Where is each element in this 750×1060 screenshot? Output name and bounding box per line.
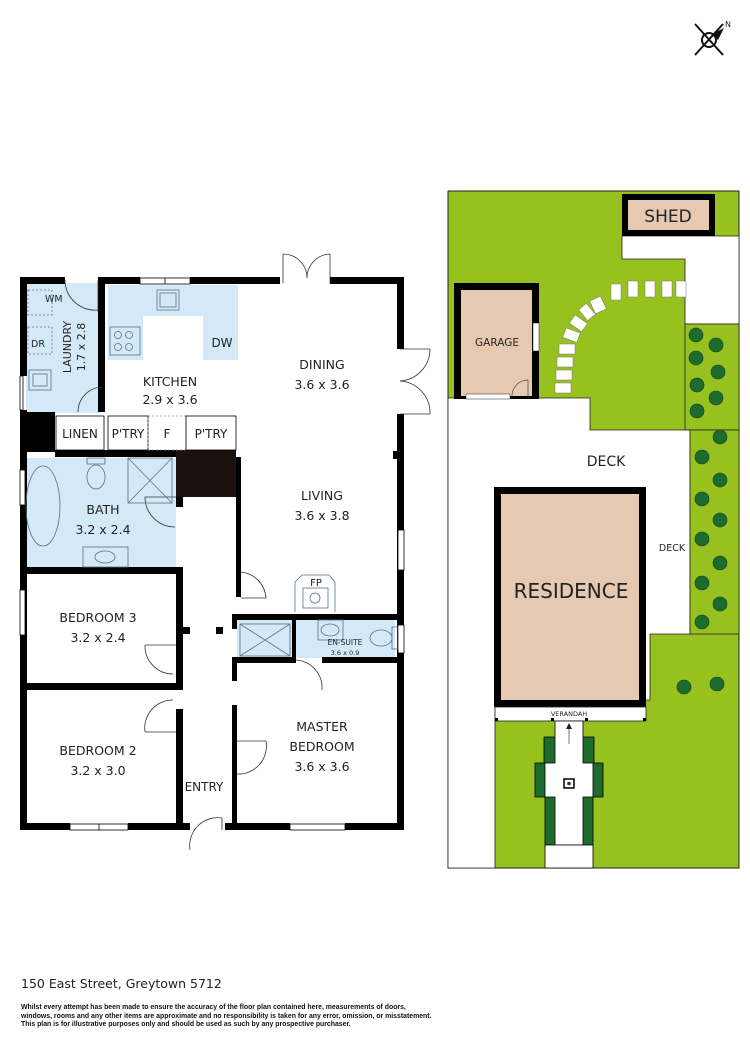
compass-label: N	[725, 20, 731, 29]
residence-label: RESIDENCE	[514, 579, 629, 603]
disclaimer-line: Whilst every attempt has been made to en…	[21, 1004, 406, 1011]
disclaimer-line: This plan is for illustrative purposes o…	[21, 1021, 351, 1029]
fixtures	[25, 289, 399, 657]
bedroom2-size: 3.2 x 3.0	[70, 763, 125, 778]
verandah-label: VERANDAH	[551, 710, 587, 718]
living-name: LIVING	[301, 488, 343, 503]
deck-top-label: DECK	[587, 454, 626, 470]
fridge-label: F	[164, 427, 171, 441]
dryer-label: DR	[31, 339, 45, 350]
bedroom2-name: BEDROOM 2	[59, 743, 136, 758]
master-name-line1: MASTER	[296, 719, 348, 734]
ensuite-name: EN-SUITE	[328, 638, 363, 647]
dishwasher-label: DW	[211, 336, 232, 350]
bath-name: BATH	[86, 502, 119, 517]
bedroom3-size: 3.2 x 2.4	[70, 630, 125, 645]
stepping-stones	[554, 280, 687, 394]
bedroom3-name: BEDROOM 3	[59, 610, 136, 625]
pantry-left-label: P'TRY	[112, 427, 145, 441]
north-arrow-icon	[694, 23, 724, 56]
disclaimer: Whilst every attempt has been made to en…	[21, 1004, 451, 1030]
entry-label: ENTRY	[185, 780, 224, 794]
shrubs	[676, 327, 728, 695]
kitchen-name: KITCHEN	[143, 374, 197, 389]
master-size: 3.6 x 3.6	[294, 759, 349, 774]
dining-name: DINING	[299, 357, 344, 372]
bath-size: 3.2 x 2.4	[75, 522, 130, 537]
garage-label: GARAGE	[475, 337, 519, 349]
laundry-size: 1.7 x 2.8	[75, 323, 88, 372]
shed-label: SHED	[644, 207, 691, 227]
pantry-right-label: P'TRY	[195, 427, 228, 441]
living-size: 3.6 x 3.8	[294, 508, 349, 523]
kitchen-size: 2.9 x 3.6	[142, 392, 197, 407]
ensuite-size: 3.6 x 0.9	[331, 649, 360, 657]
windows	[19, 277, 405, 831]
master-name-line2: BEDROOM	[289, 739, 354, 754]
laundry-name: LAUNDRY	[61, 321, 74, 374]
wm-label: WM	[45, 294, 63, 305]
dining-size: 3.6 x 3.6	[294, 377, 349, 392]
linen-label: LINEN	[62, 427, 98, 441]
property-address: 150 East Street, Greytown 5712	[21, 976, 222, 991]
site-plan: SHED GARAGE	[447, 190, 740, 869]
fireplace-label: FP	[310, 578, 322, 589]
walls	[19, 277, 404, 830]
room-labels: WM DR DW LAUNDRY 1.7 x 2.8 KITCHEN 2.9 x…	[31, 294, 363, 794]
doors	[64, 253, 431, 851]
deck-side-label: DECK	[659, 543, 686, 554]
front-path	[534, 720, 604, 869]
disclaimer-line: windows, rooms and any other items are a…	[21, 1012, 432, 1020]
